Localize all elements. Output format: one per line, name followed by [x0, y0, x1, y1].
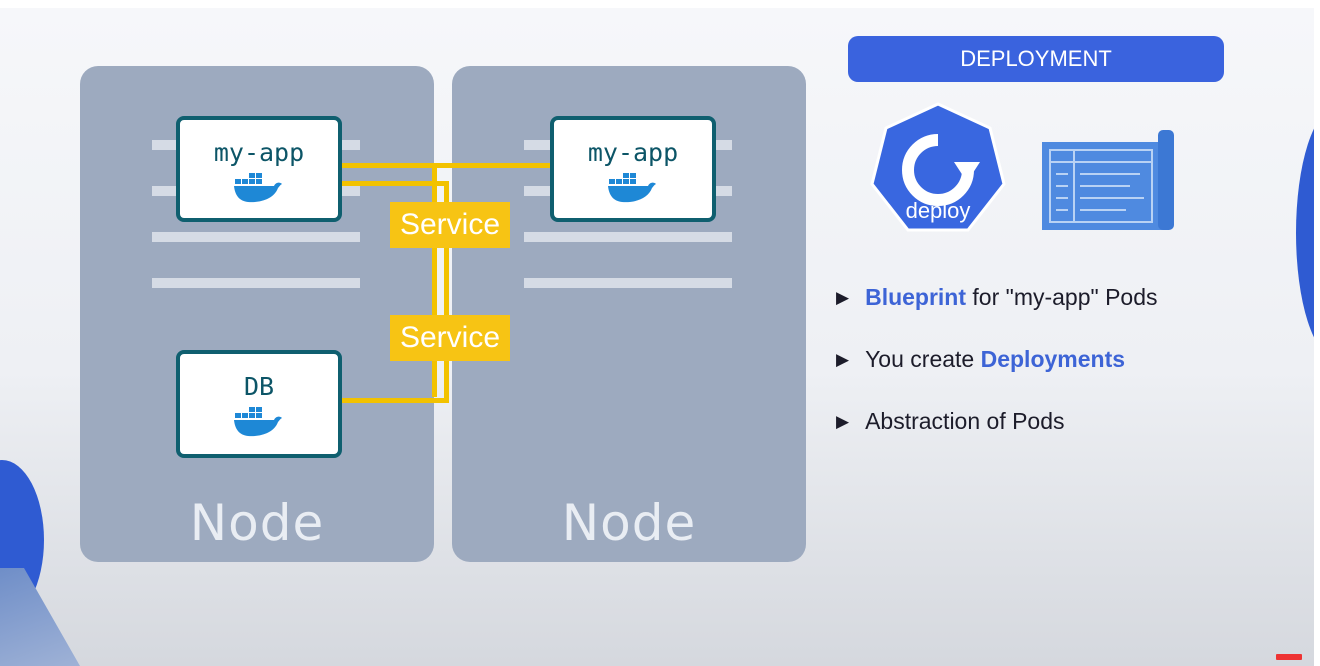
decorative-blob-right	[1296, 108, 1314, 358]
bullet-1: ▶Blueprint for "my-app" Pods	[836, 284, 1158, 310]
service-box: Service	[390, 315, 510, 361]
node-bar	[524, 232, 732, 242]
connector-wire	[340, 163, 554, 168]
bullet-highlight: Deployments	[980, 346, 1126, 372]
bullet-highlight: Blueprint	[865, 284, 967, 310]
slide: Node Node Service Service my-app my-app	[0, 8, 1314, 666]
deploy-icon-label: deploy	[906, 198, 971, 223]
subscribe-badge-icon	[1276, 654, 1302, 660]
bullet-2: ▶You create Deployments	[836, 346, 1126, 372]
pod-name: DB	[243, 372, 275, 401]
connector-wire	[432, 163, 437, 397]
deploy-icon: deploy	[870, 102, 1006, 232]
pod-my-app-1: my-app	[176, 116, 342, 222]
docker-whale-icon	[608, 173, 656, 203]
node-bar	[152, 232, 360, 242]
bullet-3: ▶Abstraction of Pods	[836, 408, 1065, 434]
docker-whale-icon	[234, 407, 282, 437]
pod-name: my-app	[587, 138, 679, 167]
bullet-arrow-icon: ▶	[836, 288, 850, 307]
bullet-arrow-icon: ▶	[836, 412, 850, 431]
node-bar	[152, 278, 360, 288]
connector-wire	[340, 398, 449, 403]
bullet-arrow-icon: ▶	[836, 350, 850, 369]
pod-my-app-2: my-app	[550, 116, 716, 222]
docker-whale-icon	[234, 173, 282, 203]
decorative-wedge-left	[0, 568, 80, 666]
service-box: Service	[390, 202, 510, 248]
deployment-title: DEPLOYMENT	[848, 36, 1224, 82]
pod-name: my-app	[213, 138, 305, 167]
pod-db: DB	[176, 350, 342, 458]
node-label: Node	[189, 494, 325, 552]
connector-wire	[444, 181, 449, 403]
node-label: Node	[561, 494, 697, 552]
blueprint-icon	[1042, 130, 1174, 230]
node-bar	[524, 278, 732, 288]
connector-wire	[340, 181, 444, 186]
